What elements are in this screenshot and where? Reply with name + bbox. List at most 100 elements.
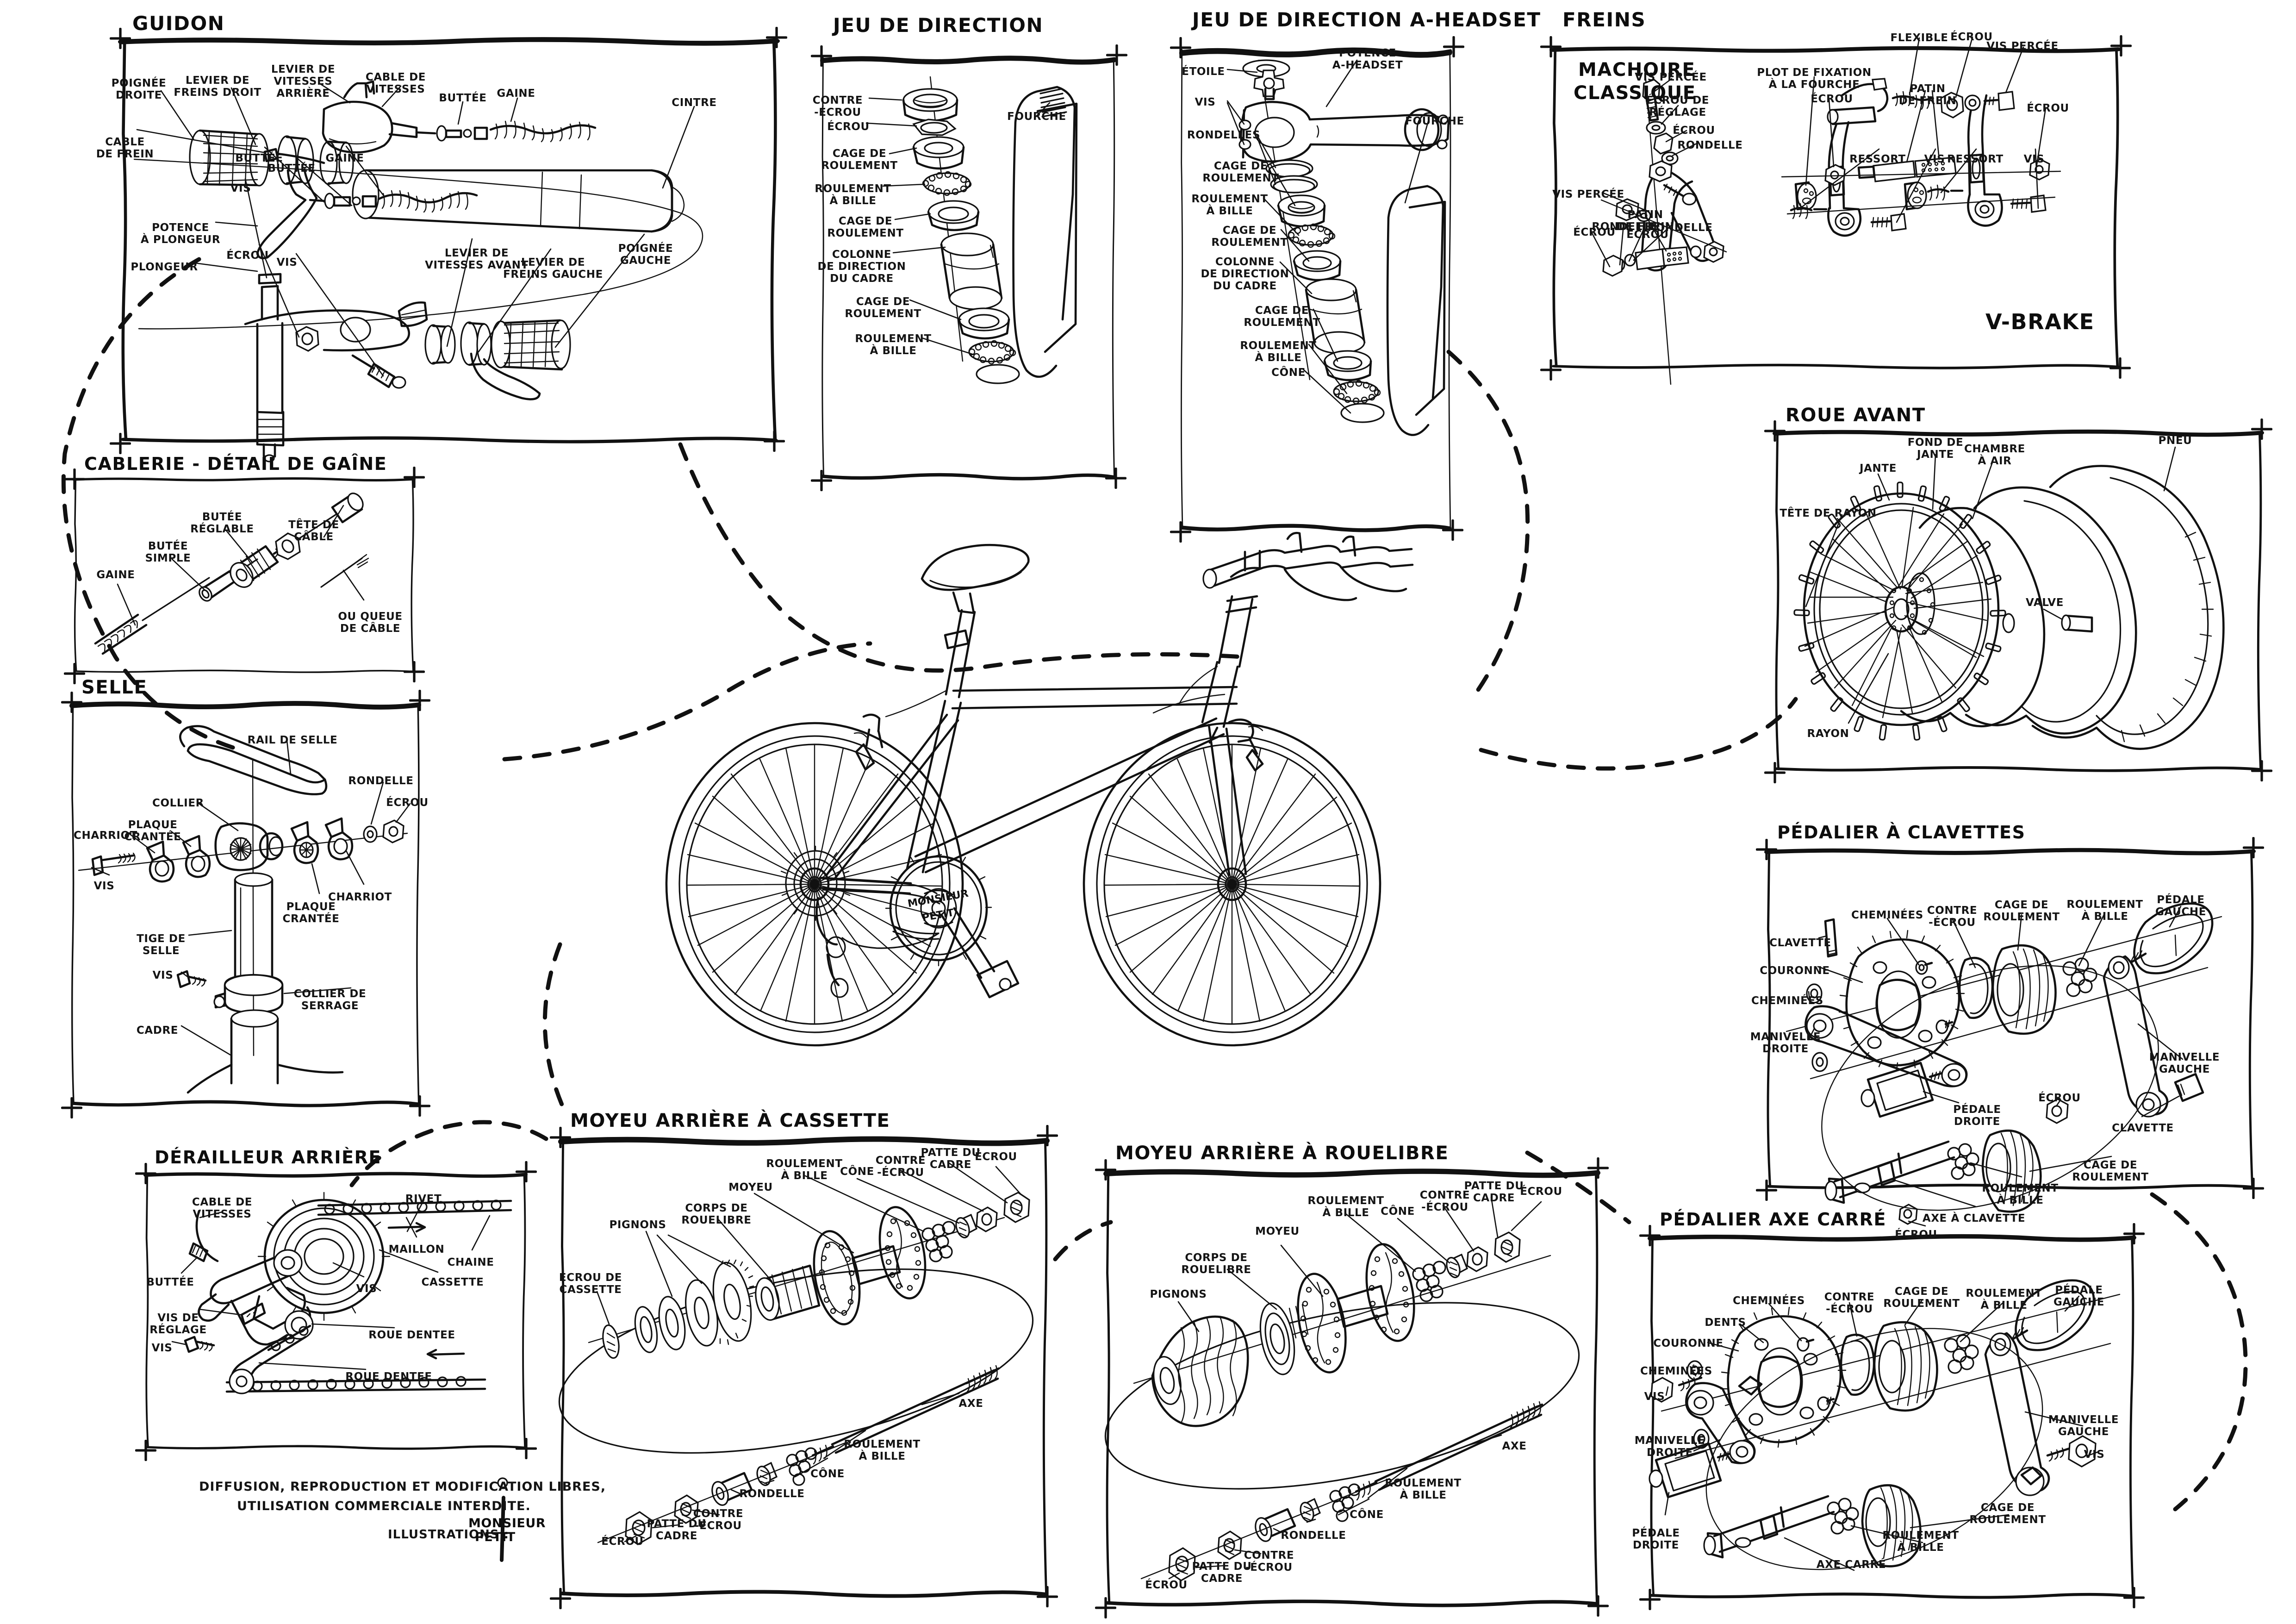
callout-label: PIGNONS: [1150, 1288, 1207, 1300]
panel-frame-pedalier-clavettes: [1757, 838, 2263, 1199]
callout-label: GAINE: [96, 569, 135, 581]
callout-label: FLEXIBLE: [1890, 32, 1948, 44]
callout-label: ROULEMENT À BILLE: [2066, 899, 2143, 923]
callout-label: PATIN DE FREIN: [1898, 83, 1957, 107]
callout-label: VALVE: [2025, 597, 2064, 609]
callout-label: CAGE DE ROULEMENT: [1211, 225, 1288, 249]
callout-label: ÉCROU: [1626, 229, 1669, 241]
callout-label: POTENCE À PLONGEUR: [140, 222, 221, 246]
callout-label: BUTTÉE: [146, 1276, 194, 1288]
callout-label: COLLIER: [152, 797, 204, 809]
callout-label: CAGE DE ROULEMENT: [1244, 305, 1320, 329]
drawing-roue-avant: [1793, 446, 2225, 750]
credit-line-1: DIFFUSION, REPRODUCTION ET MODIFICATION …: [199, 1480, 606, 1494]
callout-label: CHAINE: [447, 1256, 494, 1268]
callout-label: VIS: [356, 1283, 377, 1295]
freins-subtitle-classique: CLASSIQUE: [1574, 82, 1696, 104]
callout-label: CORPS DE ROUELIBRE: [1181, 1252, 1251, 1276]
callout-label: CAGE DE ROULEMENT: [1969, 1502, 2046, 1526]
panel-title-selle: SELLE: [81, 677, 148, 698]
callout-label: AXE: [1502, 1440, 1527, 1452]
callout-label: RONDELLE: [1647, 222, 1713, 234]
callout-label: CABLE DE VITESSES: [365, 71, 426, 95]
callout-label: CONTRE -ÉCROU: [1244, 1549, 1294, 1574]
callout-label: ROULEMENT À BILLE: [855, 333, 932, 357]
callout-label: FOND DE JANTE: [1907, 437, 1964, 461]
panel-title-jeu-de-direction: JEU DE DIRECTION: [833, 14, 1044, 37]
callout-label: RONDELLE: [1677, 139, 1743, 151]
panel-title-guidon: GUIDON: [132, 12, 225, 35]
callout-label: DENTS: [1705, 1317, 1746, 1329]
callout-label: VIS: [1644, 1391, 1665, 1403]
callout-label: LEVIER DE FREINS GAUCHE: [503, 256, 603, 281]
callout-label: ROULEMENT À BILLE: [766, 1158, 843, 1182]
callout-label: AXE À CLAVETTE: [1922, 1212, 2026, 1224]
callout-label: ÉCROU: [1811, 93, 1853, 105]
callout-label: RONDELLES: [1187, 129, 1261, 141]
callout-label: ÉCROU: [1673, 125, 1715, 137]
illustrations-label: ILLUSTRATIONS :: [388, 1528, 510, 1542]
callout-label: POTENCE A-HEADSET: [1332, 47, 1403, 71]
callout-label: BUTÉE RÉGLABLE: [190, 511, 254, 535]
panel-title-cablerie: CABLERIE - DÉTAIL DE GAÎNE: [84, 454, 387, 474]
callout-label: ROULEMENT À BILLE: [1982, 1182, 2059, 1206]
panel-title-moyeu-cassette: MOYEU ARRIÈRE À CASSETTE: [570, 1110, 890, 1131]
callout-label: PLOT DE FIXATION À LA FOURCHE: [1757, 67, 1872, 91]
callout-label: AXE: [958, 1398, 983, 1410]
callout-label: AXE CARRÉ: [1816, 1559, 1886, 1571]
callout-label: PLONGEUR: [131, 261, 198, 273]
callout-label: VIS: [276, 256, 298, 269]
callout-label: ROULEMENT À BILLE: [1882, 1530, 1959, 1554]
callout-label: ÉCROU DE CASSETTE: [559, 1272, 622, 1296]
callout-label: ROULEMENT À BILLE: [1240, 340, 1317, 364]
callout-label: CHEMINÉES: [1751, 995, 1823, 1007]
callout-label: VIS DE RÉGLAGE: [149, 1312, 207, 1336]
callout-label: POIGNÉE DROITE: [111, 77, 167, 101]
callout-label: CORPS DE ROUELIBRE: [681, 1202, 752, 1226]
callout-label: PLAQUE CRANTÉE: [282, 901, 340, 925]
callout-label: ÉCROU: [2038, 1092, 2081, 1104]
callout-label: MOYEU: [1255, 1225, 1300, 1237]
callout-label: CADRE: [136, 1024, 179, 1037]
callout-label: ÉCROU: [1950, 31, 1993, 43]
callout-label: CAGE DE ROULEMENT: [821, 148, 898, 172]
callout-label: CHEMINÉES: [1851, 909, 1923, 921]
callout-label: PATIN DE FREIN: [1616, 209, 1674, 233]
callout-label: RIVET: [405, 1193, 442, 1205]
callout-label: PÉDALE GAUCHE: [2053, 1284, 2105, 1308]
callout-label: CAGE DE ROULEMENT: [1983, 899, 2060, 923]
drawing-derailleur: [171, 1192, 512, 1394]
callout-label: ROUE DENTEE: [368, 1329, 455, 1341]
callout-label: FOURCHE: [1405, 115, 1464, 127]
callout-label: ÉCROU: [1573, 226, 1616, 238]
callout-label: VIS: [1195, 96, 1216, 108]
callout-label: VIS PERCÉE: [1552, 188, 1624, 200]
callout-label: ROULEMENT À BILLE: [815, 183, 891, 207]
callout-label: PATTE DU CADRE: [921, 1147, 981, 1171]
callout-label: RESSORT: [1947, 153, 2004, 165]
callout-label: CABLE DE FREIN: [96, 136, 154, 160]
callout-label: CÔNE: [1271, 367, 1306, 379]
callout-label: PATTE DU CADRE: [1192, 1561, 1252, 1585]
callout-label: ÉCROU: [601, 1536, 644, 1548]
callout-label: LEVIER DE VITESSES ARRIÈRE: [271, 63, 336, 100]
callout-label: ROUE DENTEE: [345, 1371, 432, 1383]
freins-subtitle-vbrake: V-BRAKE: [1985, 309, 2095, 334]
callout-label: PÉDALE GAUCHE: [2155, 894, 2207, 918]
callout-label: VIS: [152, 969, 174, 981]
callout-label: CÔNE: [840, 1166, 874, 1178]
callout-label: MANIVELLE DROITE: [1634, 1435, 1705, 1459]
callout-label: ÉTOILE: [1182, 66, 1225, 78]
credit-line-2: UTILISATION COMMERCIALE INTERDITE.: [237, 1499, 531, 1513]
callout-label: ÉCROU: [1145, 1579, 1188, 1591]
callout-label: VIS PERCÉE: [1635, 71, 1707, 83]
callout-label: ROULEMENT À BILLE: [1385, 1477, 1462, 1501]
callout-label: RONDELLE: [739, 1488, 805, 1500]
svg-text:PETIT: PETIT: [921, 907, 955, 924]
callout-label: VIS PERCÉE: [1986, 40, 2059, 52]
callout-label: ROULEMENT À BILLE: [844, 1438, 921, 1462]
callout-label: ÉCROU: [2027, 102, 2069, 114]
callout-label: GAINE: [497, 87, 535, 100]
callout-label: PNEU: [2158, 435, 2192, 447]
callout-label: CLAVETTE: [2112, 1122, 2174, 1134]
